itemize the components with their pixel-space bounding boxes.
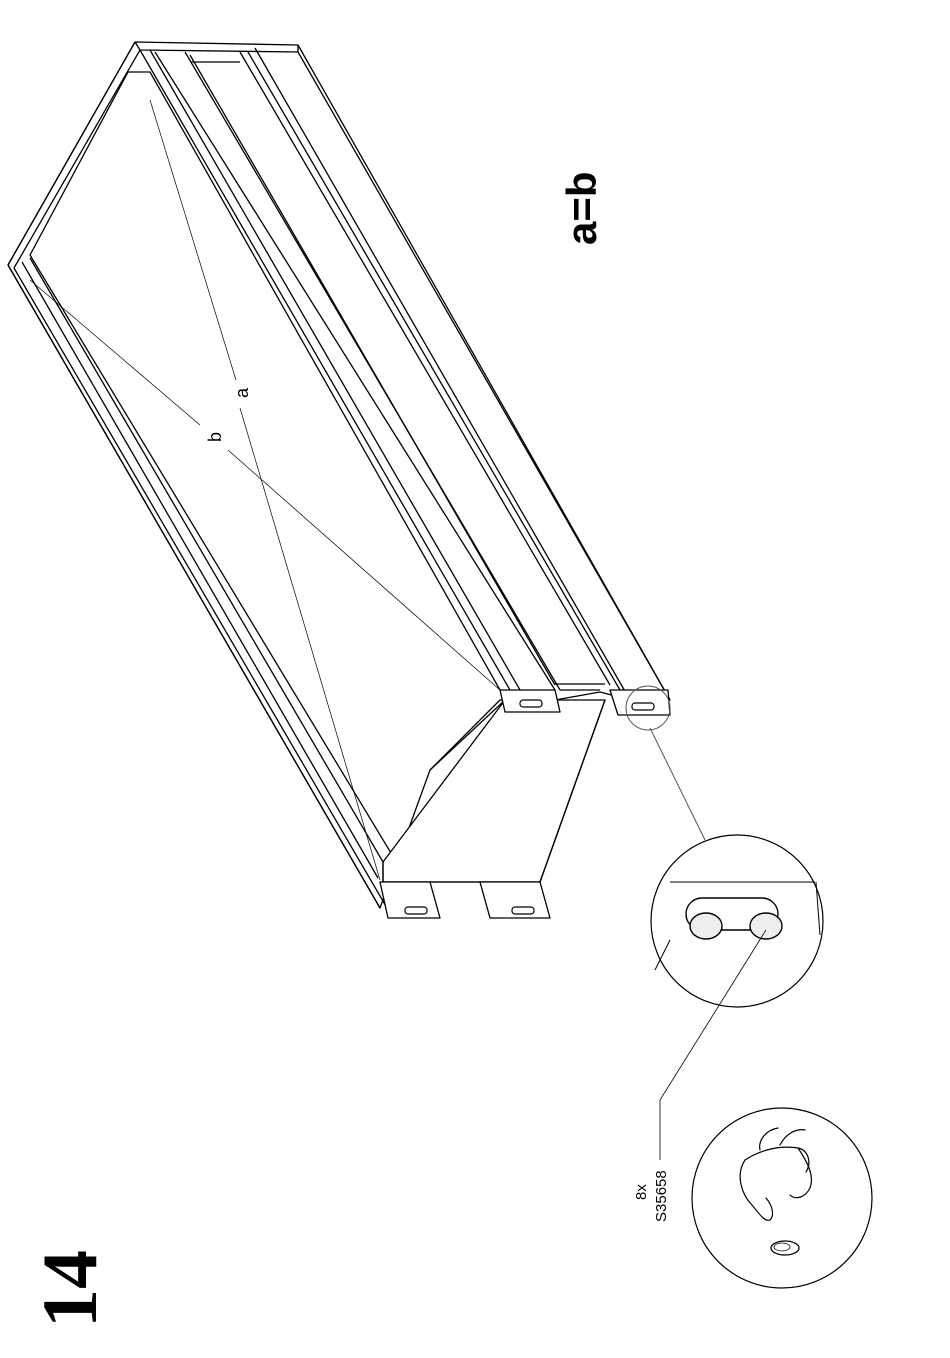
- glide-foot-left: [690, 913, 722, 939]
- hand-press-circle: [692, 1108, 872, 1288]
- part-quantity: 8x: [633, 1184, 650, 1200]
- glide-foot-right: [750, 913, 782, 939]
- diagonal-a-label: a: [232, 387, 252, 398]
- diagonal-b-label: b: [205, 432, 225, 442]
- glide-detail-circle: [651, 835, 823, 1007]
- part-code: S35658: [653, 1170, 670, 1222]
- glide-marker: [405, 907, 427, 914]
- glide-marker: [512, 907, 534, 914]
- equation-label: a=b: [558, 171, 605, 245]
- glide-marker: [520, 700, 542, 707]
- step-number: 14: [26, 1250, 113, 1328]
- glide-marker: [632, 703, 654, 710]
